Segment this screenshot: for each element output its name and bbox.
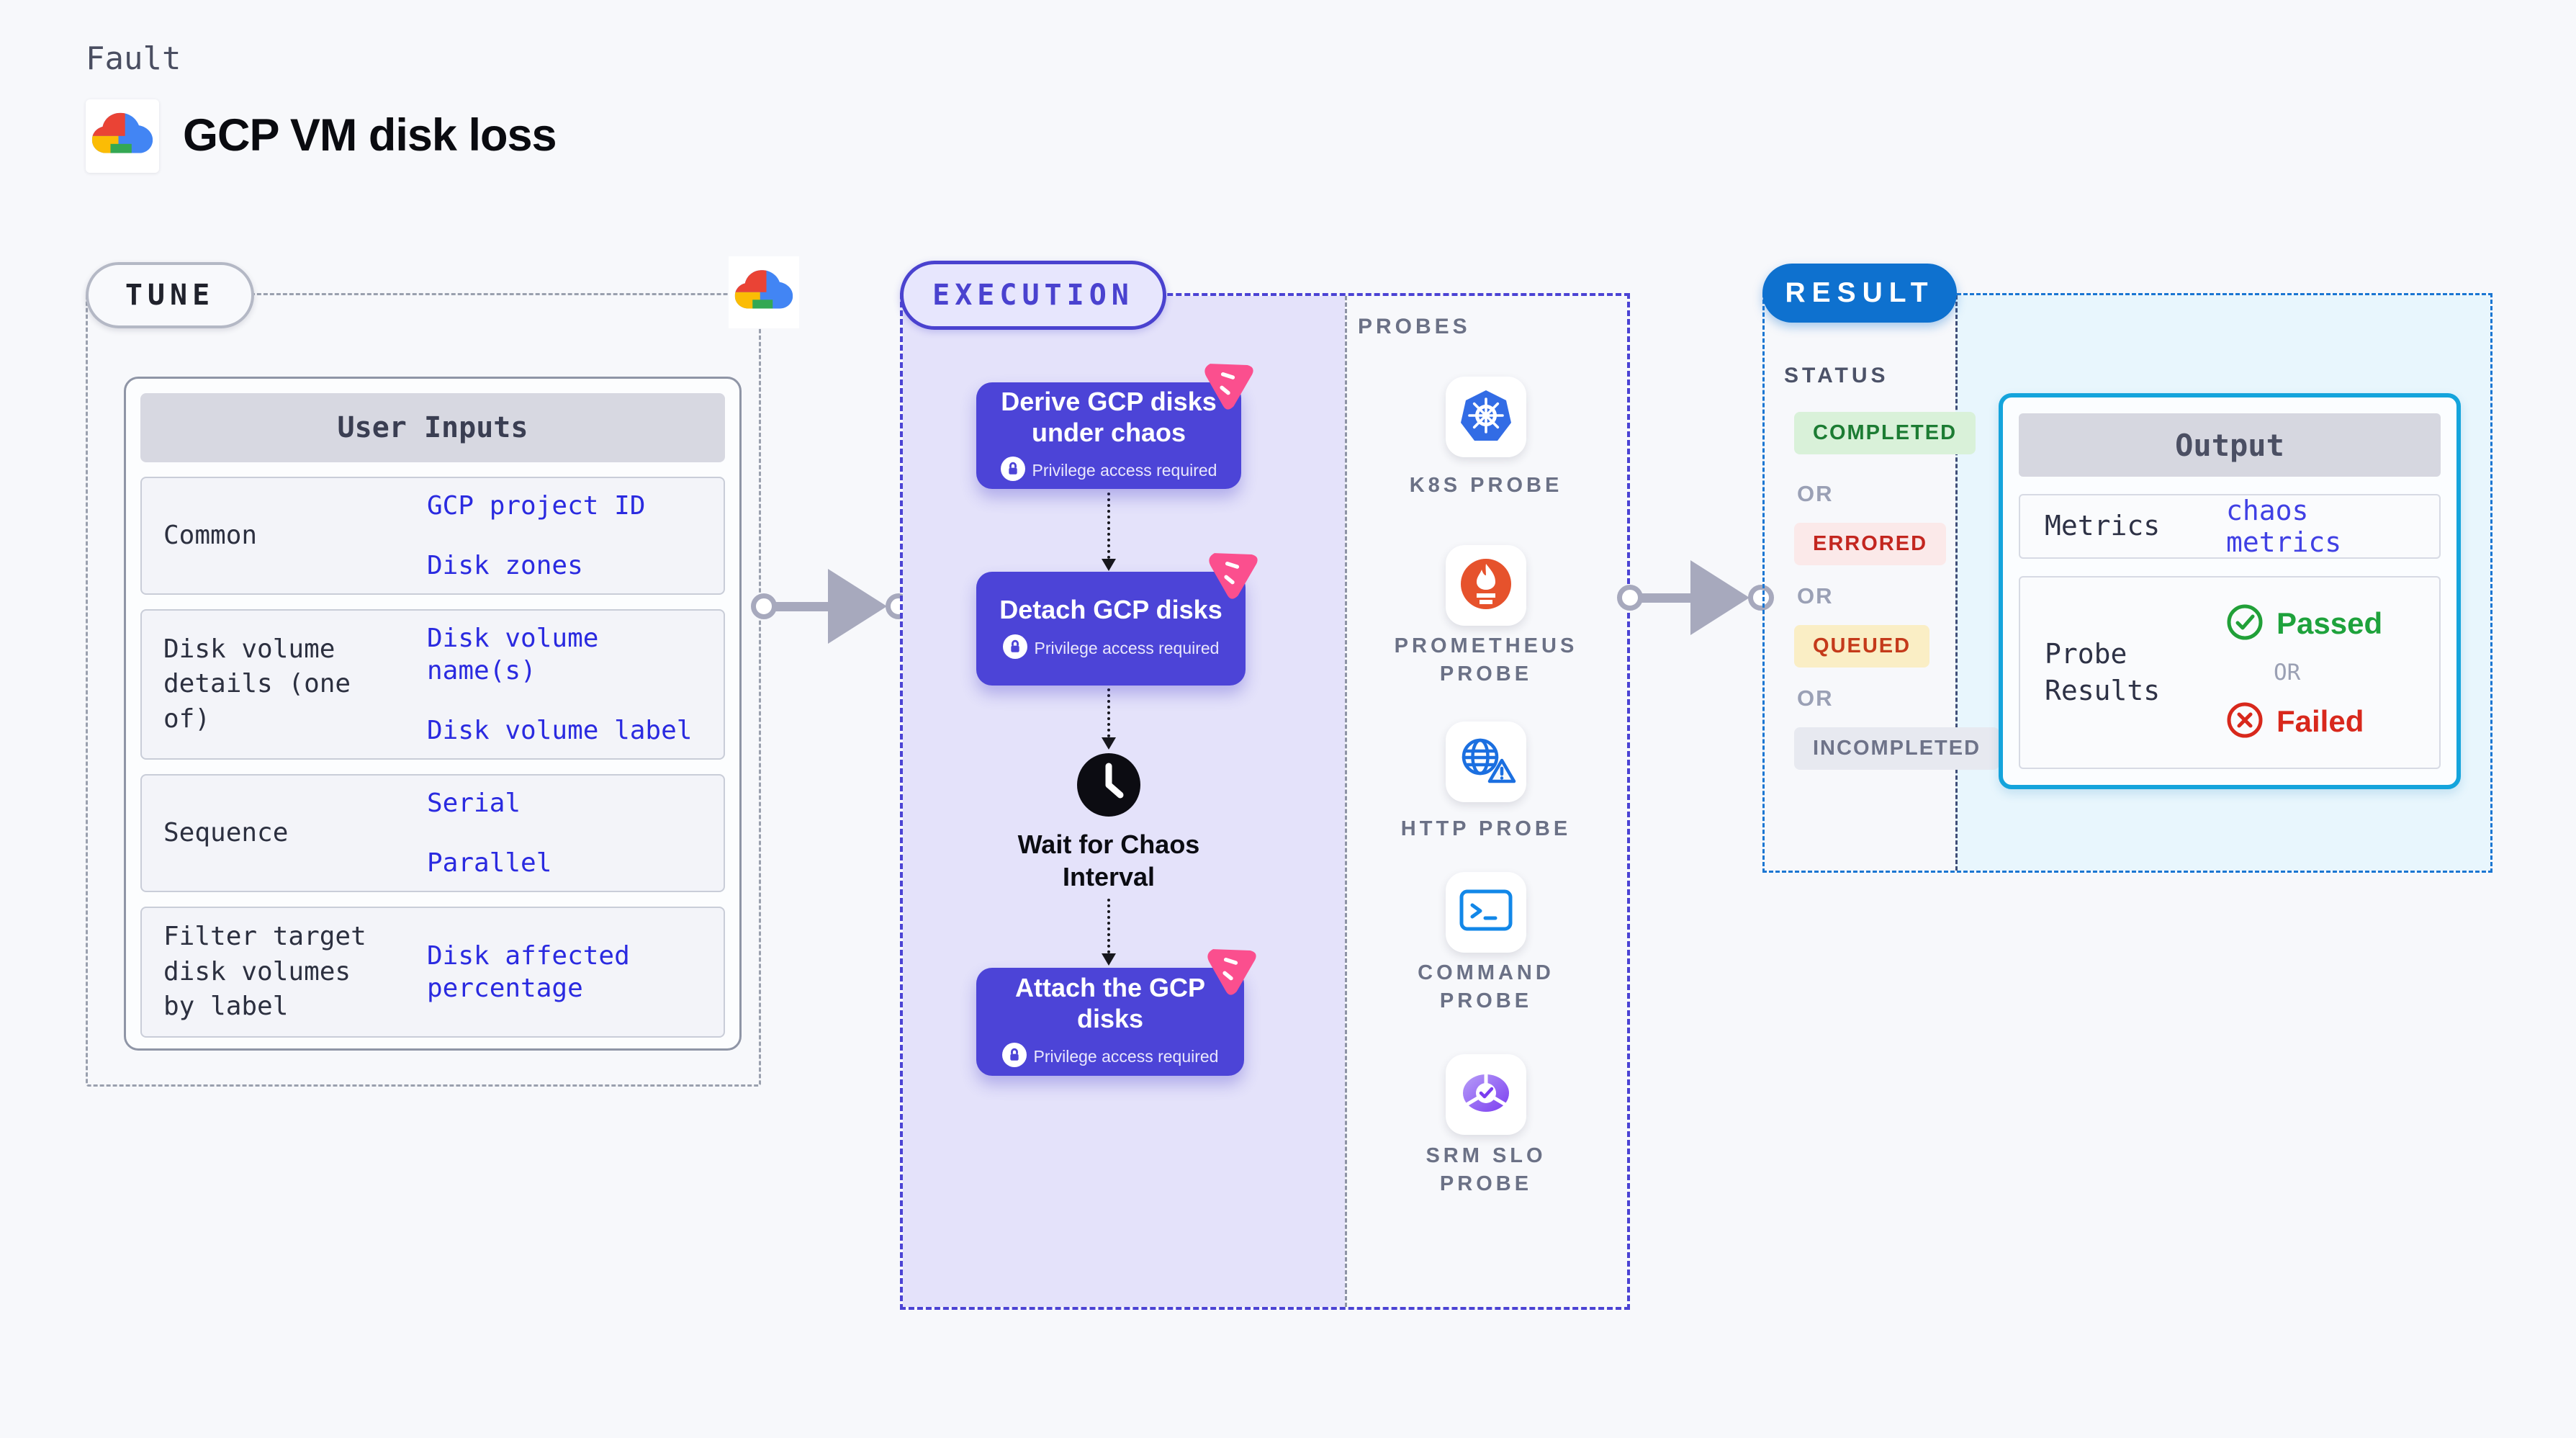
chaos-icon (1204, 543, 1266, 605)
step-derive-gcp-disks: Derive GCP disks under chaos Privilege a… (976, 364, 1253, 489)
probe-label: SRM SLO PROBE (1426, 1144, 1546, 1196)
or-label: OR (1797, 481, 1834, 506)
lock-icon (1001, 1042, 1027, 1071)
probe-card-prometheus (1446, 545, 1526, 626)
step-detach-gcp-disks: Detach GCP disks Privilege access requir… (976, 553, 1258, 686)
lock-icon (1002, 634, 1027, 662)
status-badge-incompleted: INCOMPLETED (1794, 727, 2000, 770)
privilege-note: Privilege access required (1033, 1046, 1219, 1066)
srm-slo-icon (1456, 1067, 1516, 1123)
user-inputs-header: User Inputs (140, 393, 725, 462)
status-badge-errored: ERRORED (1794, 523, 1947, 565)
connector-line (1107, 688, 1110, 737)
or-label: OR (1797, 583, 1834, 608)
page-title: GCP VM disk loss (183, 110, 557, 161)
user-inputs-table: User Inputs Common GCP project ID Disk z… (124, 377, 742, 1051)
step-title: Detach GCP disks (999, 595, 1222, 625)
row-value: Disk volume name(s) (427, 624, 599, 686)
or-label: OR (1797, 686, 1834, 711)
row-value: Disk zones (427, 551, 583, 580)
tune-gcp-logo (729, 256, 799, 328)
row-value: Parallel (427, 848, 552, 878)
status-badge-queued: QUEUED (1794, 625, 1930, 668)
probe-results-label: Probe Results (2045, 637, 2161, 706)
output-card: Output Metrics chaos metrics Probe Resul… (1999, 393, 2461, 789)
probe-label: HTTP PROBE (1400, 817, 1572, 840)
privilege-note: Privilege access required (1034, 638, 1220, 657)
row-label: Disk volume details (one of) (163, 634, 351, 734)
or-label: OR (2274, 660, 2301, 686)
result-badge: RESULT (1762, 264, 1957, 323)
clock-icon (1074, 750, 1143, 823)
row-value: Disk volume label (427, 716, 693, 745)
wait-chaos-interval-label: Wait for Chaos Interval (1017, 830, 1200, 891)
metrics-value: chaos metrics (2226, 495, 2342, 558)
gcp-cloud-icon (734, 268, 794, 318)
failed-x-icon (2226, 701, 2264, 742)
connector-line (1107, 899, 1110, 953)
row-label: Sequence (163, 817, 289, 848)
row-value: Serial (427, 788, 521, 818)
connector-arrowhead (1102, 953, 1116, 966)
failed-label: Failed (2276, 704, 2364, 738)
row-value: GCP project ID (427, 491, 646, 521)
chaos-icon (1202, 939, 1264, 1001)
table-row: Disk volume details (one of) Disk volume… (140, 609, 725, 760)
status-heading: STATUS (1784, 364, 1889, 387)
chaos-icon (1199, 354, 1261, 415)
table-row: Sequence Serial Parallel (140, 774, 725, 892)
prometheus-icon (1457, 555, 1515, 616)
fault-kind-label: Fault (86, 40, 181, 77)
connector-arrowhead (1102, 559, 1116, 571)
probe-card-srm-slo (1446, 1054, 1526, 1135)
probe-card-command (1446, 872, 1526, 953)
output-header: Output (2019, 413, 2441, 477)
privilege-note: Privilege access required (1032, 460, 1217, 480)
metrics-row: Metrics chaos metrics (2019, 494, 2441, 559)
row-label: Common (163, 520, 258, 550)
passed-label: Passed (2276, 606, 2383, 640)
status-badge-completed: COMPLETED (1794, 412, 1976, 454)
tune-badge: TUNE (86, 262, 254, 328)
row-value: Disk affected percentage (427, 940, 630, 1003)
step-title: Attach the GCP disks (1014, 973, 1206, 1033)
probe-card-http (1446, 722, 1526, 802)
k8s-icon (1457, 387, 1515, 448)
connector-line (1107, 493, 1110, 559)
probe-label: K8S PROBE (1409, 474, 1563, 497)
probe-card-k8s (1446, 377, 1526, 457)
metrics-label: Metrics (2045, 510, 2161, 542)
gcp-logo-card (86, 99, 159, 173)
table-row: Filter target disk volumes by label Disk… (140, 907, 725, 1038)
tune-section (86, 293, 761, 1087)
step-attach-gcp-disks: Attach the GCP disks Privilege access re… (976, 949, 1256, 1076)
connector-arrowhead (1102, 737, 1116, 750)
probes-heading: PROBES (1358, 315, 1471, 338)
probe-label: COMMAND PROBE (1418, 961, 1554, 1013)
command-terminal-icon (1457, 887, 1515, 938)
table-row: Common GCP project ID Disk zones (140, 477, 725, 595)
lock-icon (1000, 456, 1025, 485)
step-title: Derive GCP disks under chaos (1001, 387, 1217, 447)
execution-probes-divider (1345, 296, 1347, 1307)
probe-label: PROMETHEUS PROBE (1394, 634, 1578, 686)
gcp-cloud-icon (91, 110, 154, 163)
http-globe-icon (1456, 734, 1516, 791)
probe-results-row: Probe Results Passed OR Failed (2019, 576, 2441, 769)
execution-badge: EXECUTION (900, 261, 1166, 330)
passed-check-icon (2226, 603, 2264, 644)
row-label: Filter target disk volumes by label (163, 922, 366, 1022)
